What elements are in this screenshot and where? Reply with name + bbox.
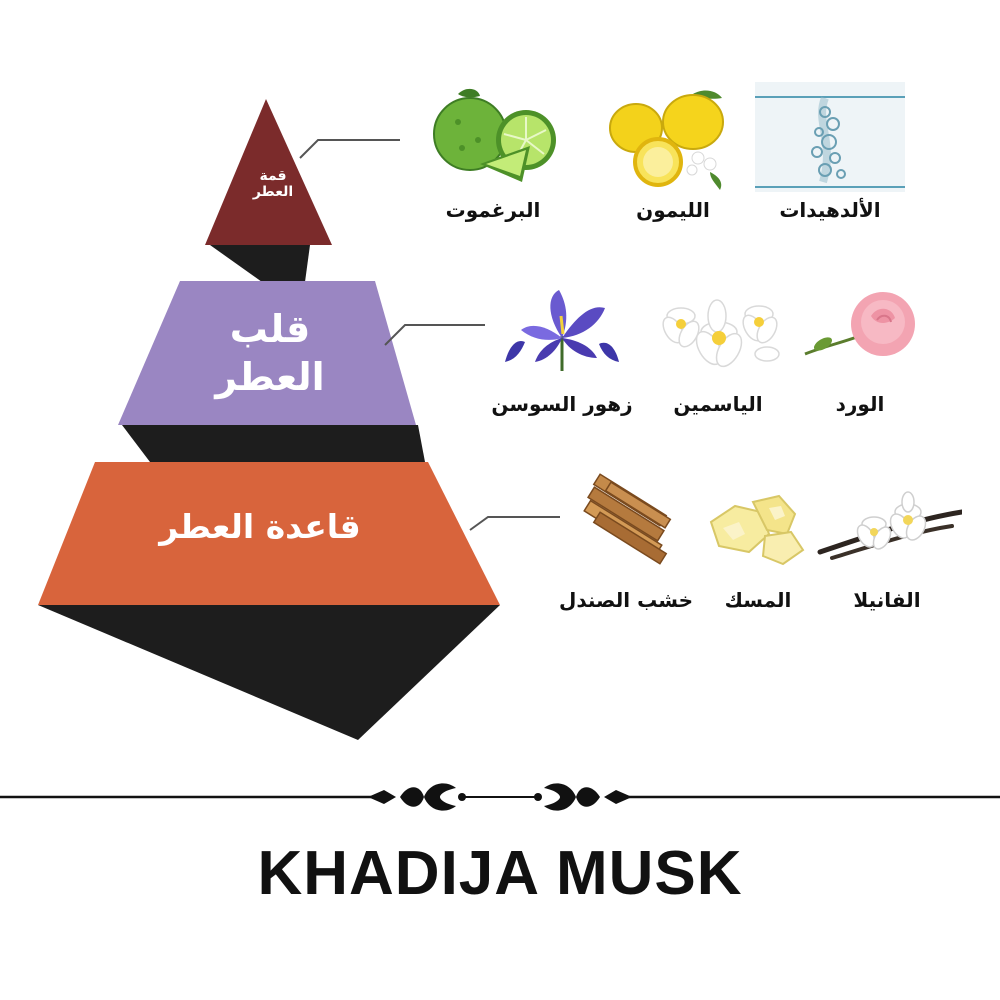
top-middle-connector [210, 245, 310, 282]
sandalwood-icon [551, 472, 701, 582]
middle-leader-line [384, 324, 485, 346]
middle-tier [118, 281, 416, 425]
note-name: الفانيلا [853, 588, 921, 612]
base-tier-label: قاعدة العطر [159, 507, 361, 546]
middle-tier-label-line2: العطر [215, 354, 325, 399]
note-iris: زهور السوسن [487, 276, 637, 416]
base-tier [38, 462, 500, 605]
top-tier-label: قمة العطر [238, 168, 308, 200]
iris-icon [487, 276, 637, 386]
jasmine-icon [643, 276, 793, 386]
note-musk: المسك [683, 472, 833, 612]
note-lemon: الليمون [598, 82, 748, 222]
note-name: البرغموت [445, 198, 541, 222]
top-leader-line [299, 139, 400, 159]
brand-name: KHADIJA MUSK [257, 839, 743, 908]
fragrance-pyramid [38, 99, 560, 740]
note-name: خشب الصندل [558, 588, 694, 612]
base-shadow-tail [38, 605, 500, 740]
note-jasmine: الياسمين [643, 276, 793, 416]
vanilla-icon [812, 472, 965, 582]
middle-tier-label-line1: قلب [229, 307, 311, 351]
note-name: الليمون [636, 198, 710, 222]
note-sandalwood: خشب الصندل [551, 472, 701, 612]
top-tier-label-line2: العطر [252, 184, 294, 201]
lemon-icon [598, 82, 748, 192]
note-name: الألدهيدات [779, 198, 881, 222]
note-vanilla: الفانيلا [812, 472, 965, 612]
note-aldehydes: الألدهيدات [755, 82, 905, 222]
top-tier-label-line1: قمة [259, 168, 287, 184]
middle-tier-label: قلب العطر [180, 306, 360, 401]
middle-base-connector [122, 425, 425, 462]
note-name: الياسمين [673, 392, 763, 416]
bergamot-icon [418, 82, 568, 192]
note-name: الورد [835, 392, 885, 416]
water-bubbles-icon [755, 82, 905, 192]
note-rose: الورد [785, 276, 935, 416]
note-name: المسك [724, 588, 792, 612]
musk-icon [683, 472, 833, 582]
base-leader-line [469, 516, 560, 531]
ornamental-divider [0, 783, 1000, 811]
rose-icon [785, 276, 935, 386]
top-tier [205, 99, 332, 245]
note-name: زهور السوسن [491, 392, 633, 416]
note-bergamot: البرغموت [418, 82, 568, 222]
